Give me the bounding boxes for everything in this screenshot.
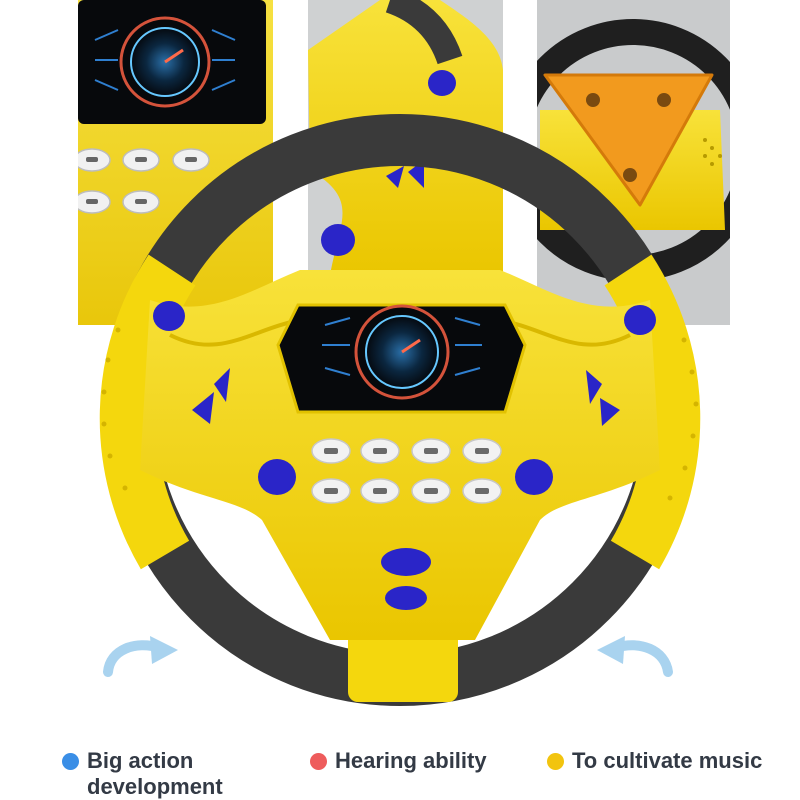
steering-wheel [99,114,701,706]
legend-dot [62,753,79,770]
blue-button[interactable] [258,459,296,495]
blue-button[interactable] [515,459,553,495]
legend-label: Hearing ability [335,748,487,773]
legend-label: Big action development [87,748,223,799]
rotate-arrow-icon [597,636,673,677]
turn-signal-right[interactable] [586,370,602,404]
turn-signal-left[interactable] [192,392,214,424]
blue-button[interactable] [385,586,427,610]
legend-item-big-action: Big action development [62,748,302,800]
turn-signal-right[interactable] [600,398,620,426]
blue-button[interactable] [153,301,185,331]
legend-label: To cultivate music [572,748,763,773]
speedometer-screen [276,303,527,414]
legend-item-hearing: Hearing ability [310,748,530,774]
legend-dot [547,753,564,770]
legend-dot [310,753,327,770]
blue-button[interactable] [624,305,656,335]
blue-button[interactable] [381,548,431,576]
rotate-arrow-icon [103,636,178,677]
turn-signal-left[interactable] [214,368,230,402]
legend-item-music: To cultivate music [547,748,787,774]
